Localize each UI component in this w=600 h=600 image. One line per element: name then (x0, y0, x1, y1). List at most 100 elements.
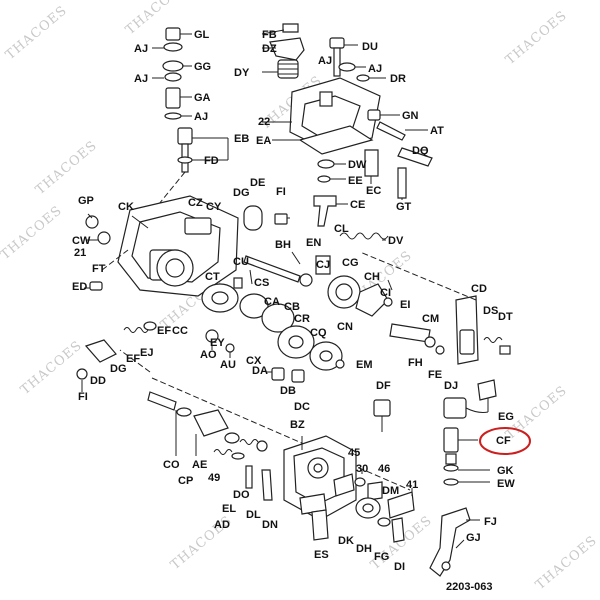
callout-label: CW (72, 235, 91, 247)
callout-label: AE (192, 459, 207, 471)
callout-label: DD (90, 375, 106, 387)
callout-label: CZ (188, 197, 203, 209)
callout-label: CK (118, 201, 134, 213)
callout-label: CQ (310, 327, 327, 339)
callout-label: GT (396, 201, 412, 213)
callout-label: BZ (290, 419, 305, 431)
callout-label: 30 (356, 463, 368, 475)
callout-label: DS (483, 305, 498, 317)
watermark: THACOES (503, 8, 570, 68)
callout-label: AT (430, 125, 444, 137)
callout-label: DO (233, 489, 250, 501)
callout-label: FH (408, 357, 423, 369)
callout-label: CF (496, 435, 511, 447)
callout-label: CD (471, 283, 487, 295)
callout-label: FB (262, 29, 277, 41)
callout-label: FD (204, 155, 219, 167)
callout-label: DK (338, 535, 354, 547)
callout-label: AO (200, 349, 217, 361)
callout-labels: FB GL DZ DU AJ GG AJ AJ DY AJ DR GA AJ 2… (72, 29, 515, 573)
parts-drawing (76, 23, 531, 577)
callout-label: EL (222, 503, 236, 515)
callout-label: DW (348, 159, 367, 171)
callout-label: ES (314, 549, 329, 561)
callout-label: EF (157, 325, 171, 337)
callout-label: 41 (406, 479, 418, 491)
callout-label: DT (498, 311, 513, 323)
callout-label: 45 (348, 447, 360, 459)
callout-label: DJ (444, 380, 458, 392)
callout-label: AJ (134, 43, 148, 55)
callout-label: EE (348, 175, 363, 187)
callout-label: EB (234, 133, 249, 145)
callout-label: DN (262, 519, 278, 531)
callout-label: AJ (368, 63, 382, 75)
callout-label: EY (210, 337, 225, 349)
callout-label: DM (382, 485, 399, 497)
callout-label: CN (337, 321, 353, 333)
callout-label: CP (178, 475, 193, 487)
callout-label: CO (163, 459, 180, 471)
callout-label: FI (78, 391, 88, 403)
callout-label: GA (194, 92, 211, 104)
callout-label: DG (233, 187, 250, 199)
watermark: THACOES (533, 533, 600, 593)
callout-label: DI (394, 561, 405, 573)
callout-label: CI (380, 287, 391, 299)
callout-label: EM (356, 359, 373, 371)
callout-label: ED (72, 281, 87, 293)
callout-label: CL (334, 223, 349, 235)
callout-label: CX (246, 355, 262, 367)
callout-label: EC (366, 185, 381, 197)
callout-label: EN (306, 237, 321, 249)
callout-label: AJ (134, 73, 148, 85)
callout-label: DC (294, 401, 310, 413)
callout-label: CH (364, 271, 380, 283)
callout-label: EJ (140, 347, 153, 359)
callout-label: DA (252, 365, 268, 377)
callout-label: CM (422, 313, 439, 325)
callout-label: FT (92, 263, 106, 275)
diagram-reference-number: 2203-063 (446, 581, 493, 593)
watermark: THACOES (33, 138, 100, 198)
callout-label: 21 (74, 247, 86, 259)
callout-label: CR (294, 313, 310, 325)
callout-label: CS (254, 277, 269, 289)
watermark: THACOES (0, 203, 65, 263)
callout-label: CY (206, 201, 222, 213)
callout-label: EW (497, 478, 515, 490)
callout-label: GK (497, 465, 514, 477)
callout-label: DE (250, 177, 265, 189)
callout-label: CG (342, 257, 359, 269)
watermark: THACOES (3, 3, 70, 63)
callout-label: CE (350, 199, 365, 211)
callout-label: 49 (208, 472, 220, 484)
callout-label: CU (233, 256, 249, 268)
callout-label: GG (194, 61, 211, 73)
callout-label: BH (275, 239, 291, 251)
callout-label: FG (374, 551, 389, 563)
callout-label: DU (362, 41, 378, 53)
callout-label: DH (356, 543, 372, 555)
callout-label: EI (400, 299, 410, 311)
callout-label: CB (284, 301, 300, 313)
callout-label: DF (376, 380, 391, 392)
callout-label: DG (110, 363, 127, 375)
callout-label: FJ (484, 516, 497, 528)
callout-label: AJ (194, 111, 208, 123)
callout-label: CA (264, 296, 280, 308)
callout-label: GP (78, 195, 94, 207)
highlight-ring (479, 427, 531, 455)
callout-label: AJ (318, 55, 332, 67)
callout-label: GN (402, 110, 419, 122)
callout-label: FE (428, 369, 442, 381)
callout-label: AD (214, 519, 230, 531)
callout-label: FI (276, 186, 286, 198)
callout-label: AU (220, 359, 236, 371)
callout-label: DR (390, 73, 406, 85)
callout-label: CT (205, 271, 220, 283)
callout-label: DY (234, 67, 250, 79)
callout-label: DQ (412, 145, 429, 157)
callout-label: CJ (316, 259, 330, 271)
